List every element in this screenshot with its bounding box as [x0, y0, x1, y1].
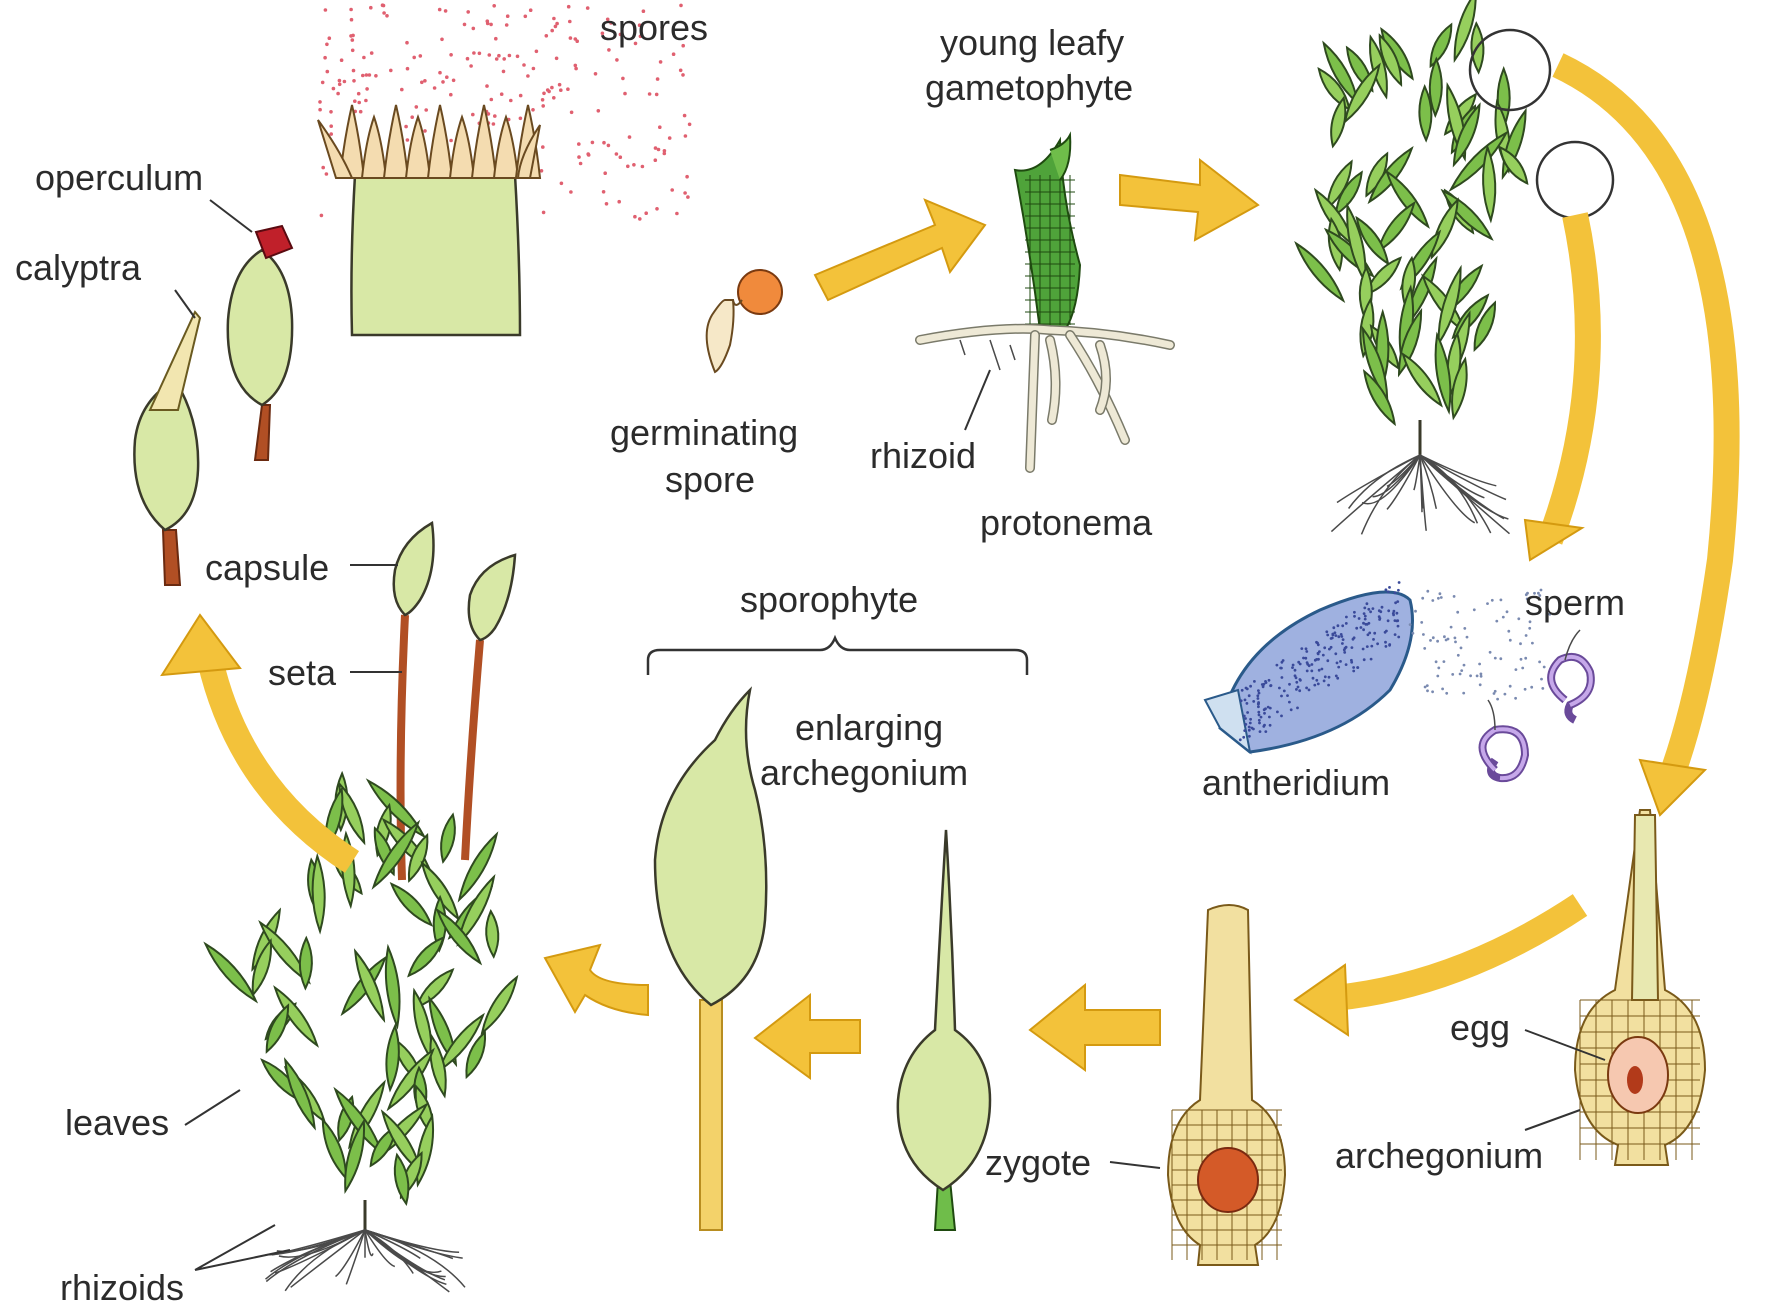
label-leaves: leaves: [65, 1102, 169, 1143]
label-rhizoid: rhizoid: [870, 435, 976, 476]
peristome-teeth: [318, 105, 540, 178]
open-capsule: [318, 105, 540, 335]
arrow-to-young-sporophyte: [1030, 985, 1160, 1070]
enlarging-sporophyte: [655, 690, 766, 1230]
label-zygote: zygote: [985, 1142, 1091, 1183]
mature-sporophyte-plant: [206, 523, 517, 1292]
label-young-leafy-line1: young leafy: [940, 22, 1124, 63]
label-archegonium: archegonium: [1335, 1135, 1543, 1176]
archegonium-with-egg: [1575, 810, 1705, 1165]
sporophyte-bracket: [648, 638, 1027, 675]
label-enlarging-line1: enlarging: [795, 707, 943, 748]
label-sporophyte: sporophyte: [740, 579, 918, 620]
capsule-with-operculum: [228, 226, 292, 460]
label-operculum: operculum: [35, 157, 203, 198]
capsule-with-calyptra: [134, 312, 200, 585]
label-egg: egg: [1450, 1007, 1510, 1048]
arrow-to-mature-gametophyte: [1120, 160, 1258, 240]
label-protonema: protonema: [980, 502, 1153, 543]
label-seta: seta: [268, 652, 337, 693]
arrow-to-mature-sporophyte: [545, 945, 648, 1015]
label-germinating-line2: spore: [665, 459, 755, 500]
label-enlarging-line2: archegonium: [760, 752, 968, 793]
arrow-spore-to-gametophyte: [815, 200, 985, 300]
label-germinating-line1: germinating: [610, 412, 798, 453]
label-antheridium: antheridium: [1202, 762, 1390, 803]
archegonium-with-zygote: [1168, 905, 1285, 1265]
arrow-to-antheridium: [1550, 215, 1588, 540]
label-sperm: sperm: [1525, 582, 1625, 623]
sperm-cells: [1483, 630, 1591, 778]
germinating-spore: [707, 270, 782, 372]
label-rhizoids: rhizoids: [60, 1267, 184, 1307]
arrow-to-enlarging: [755, 995, 860, 1078]
label-young-leafy-line2: gametophyte: [925, 67, 1133, 108]
mature-gametophyte: [1296, 0, 1527, 534]
young-sporophyte: [898, 830, 990, 1230]
calyptra-hood: [150, 312, 200, 410]
label-spores: spores: [600, 7, 708, 48]
label-calyptra: calyptra: [15, 247, 142, 288]
arrow-to-zygote: [1335, 905, 1580, 998]
label-capsule: capsule: [205, 547, 329, 588]
female-tip-circle: [1537, 142, 1613, 218]
